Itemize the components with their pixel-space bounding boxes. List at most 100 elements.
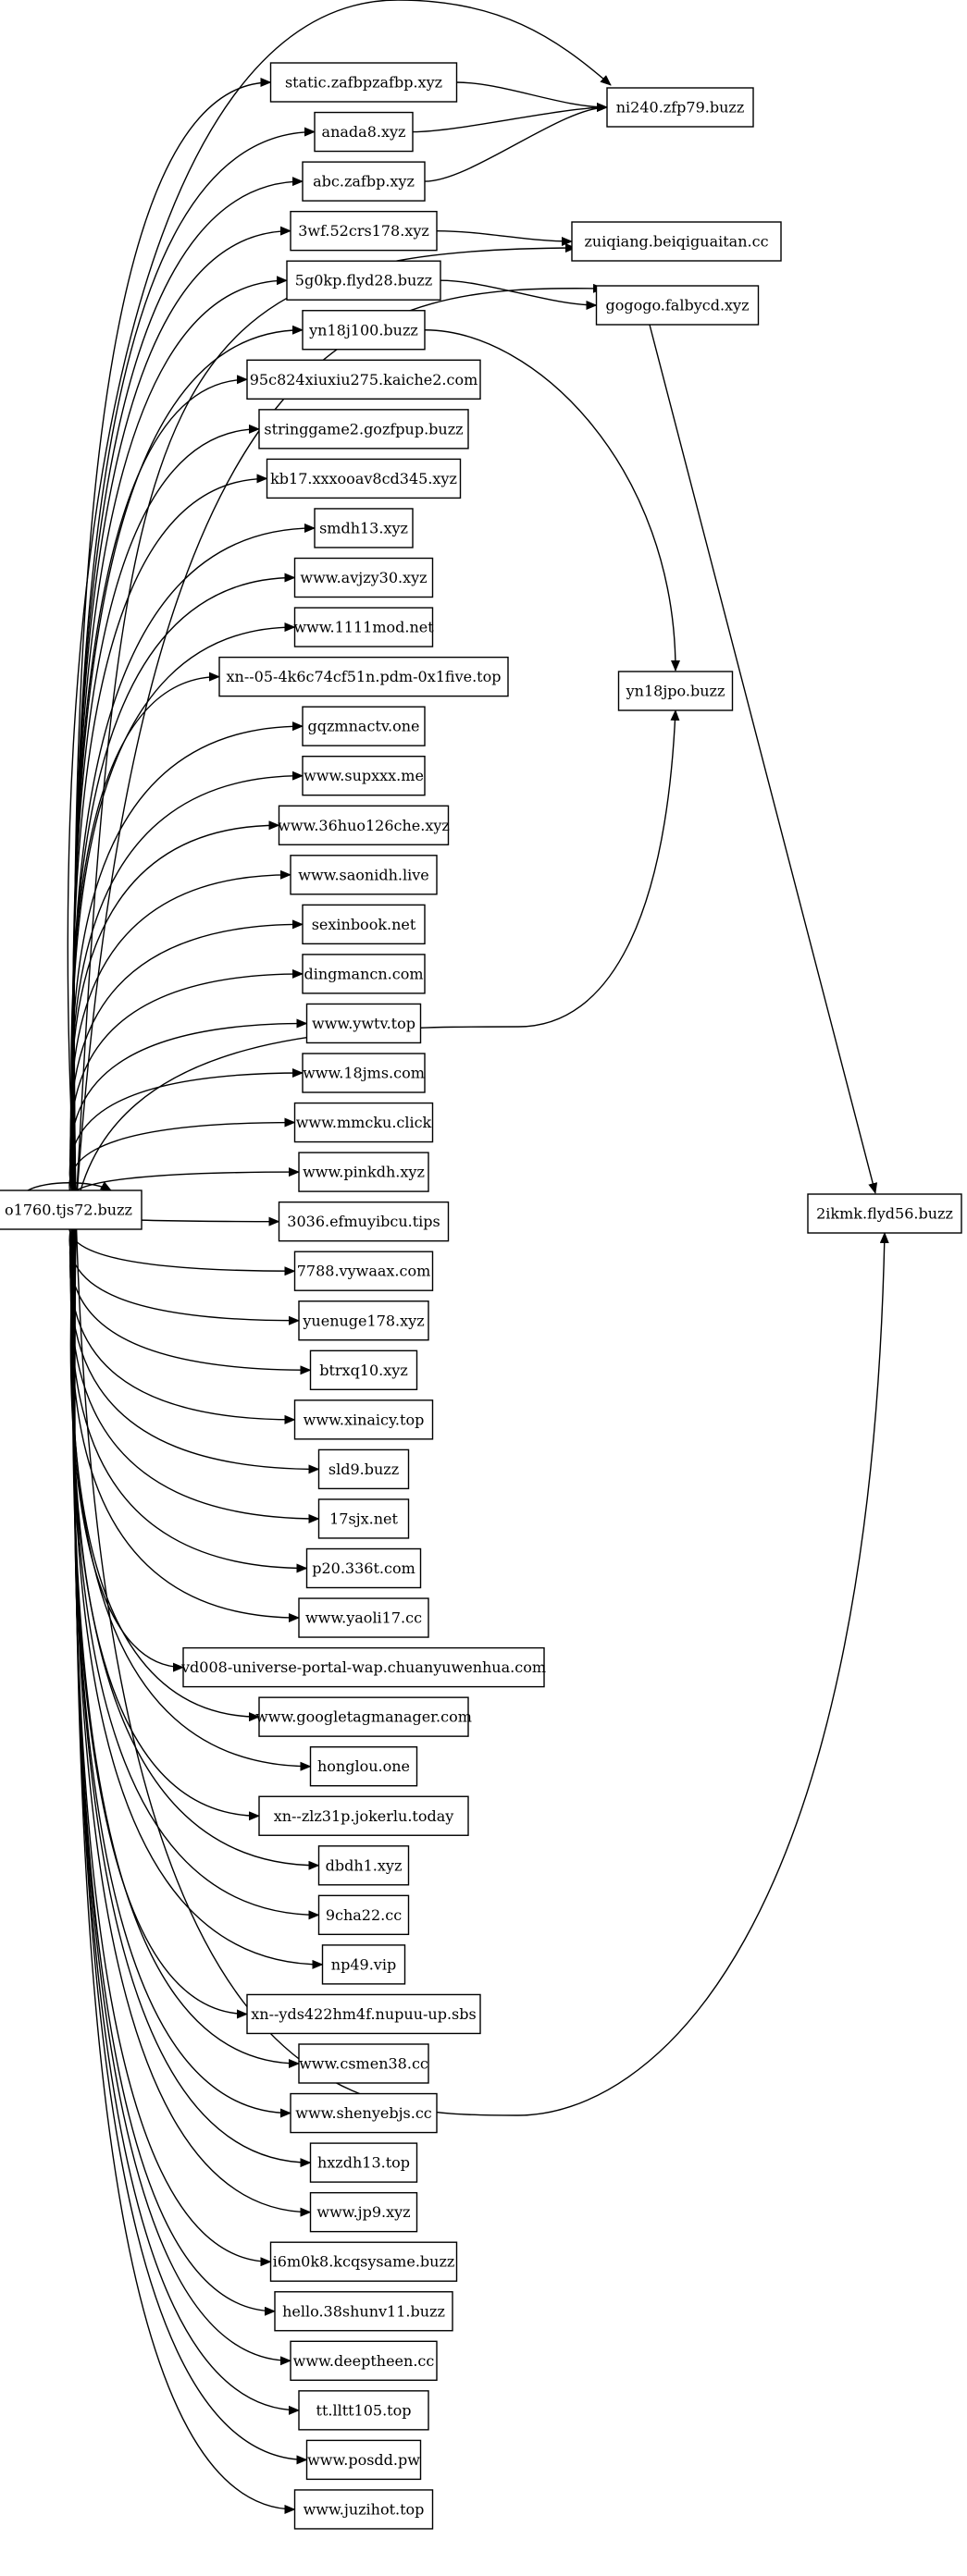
node-label: abc.zafbp.xyz xyxy=(313,173,415,191)
node-label: www.1111mod.net xyxy=(293,619,434,636)
node-9cha22-cc: 9cha22.cc xyxy=(317,1894,410,1936)
node-np49-vip: np49.vip xyxy=(321,1944,406,1985)
node-label: yuenuge178.xyz xyxy=(302,1312,424,1329)
edge-source-to-www-36huo126che-xyz xyxy=(69,820,280,1211)
node-label: www.deeptheen.cc xyxy=(293,2352,435,2370)
node-box xyxy=(309,1745,418,1787)
node-box xyxy=(293,2489,434,2530)
edge-source-loop xyxy=(27,1181,112,1191)
node-box xyxy=(274,2291,453,2332)
edge-source-to-www-deeptheen-cc xyxy=(73,1209,291,2366)
edge-source-to-www-csmen38-cc xyxy=(72,1209,300,2068)
node-box xyxy=(278,1201,450,1242)
node-label: 5g0kp.flyd28.buzz xyxy=(295,272,432,290)
node-label: dbdh1.xyz xyxy=(326,1856,403,1874)
node-box xyxy=(317,1498,410,1539)
node-hxzdh13-top: hxzdh13.top xyxy=(309,2142,418,2183)
node-label: www.avjzy30.xyz xyxy=(300,569,427,586)
node-label: hello.38shunv11.buzz xyxy=(282,2302,445,2320)
node-label: anada8.xyz xyxy=(322,123,406,141)
edge-source-to-xn-yds422hm4f-nupuu-up-sbs xyxy=(71,1209,248,2019)
node-anada8-xyz: anada8.xyz xyxy=(314,111,414,153)
node-label: smdh13.xyz xyxy=(319,519,408,536)
node-label: www.googletagmanager.com xyxy=(255,1708,472,1726)
edge-source-to-www-juzihot-top xyxy=(74,1209,296,2514)
node-box xyxy=(302,161,426,202)
node-box xyxy=(305,2439,422,2481)
node-box xyxy=(302,310,426,351)
node-95c824xiuxiu275-kaiche2-com: 95c824xiuxiu275.kaiche2.com xyxy=(246,359,481,400)
node-box xyxy=(298,1597,429,1638)
node-label: o1760.tjs72.buzz xyxy=(5,1202,132,1219)
edge-source-to-yuenuge178-xyz xyxy=(68,1209,300,1325)
node-www-shenyebjs-cc: www.shenyebjs.cc xyxy=(290,2092,438,2134)
node-stringgame2-gozfpup-buzz: stringgame2.gozfpup.buzz xyxy=(258,409,469,450)
node-label: gogogo.falbycd.xyz xyxy=(605,297,749,314)
node-label: p20.336t.com xyxy=(312,1559,415,1577)
node-btrxq10-xyz: btrxq10.xyz xyxy=(309,1350,418,1391)
node-label: www.shenyebjs.cc xyxy=(295,2104,432,2122)
node-box xyxy=(298,1300,429,1341)
node-3036-efmuyibcu-tips: 3036.efmuyibcu.tips xyxy=(278,1201,450,1242)
node-xn-zlz31p-jokerlu-today: xn--zlz31p.jokerlu.today xyxy=(258,1795,469,1836)
node-label: www.xinaicy.top xyxy=(304,1411,425,1428)
node-www-18jms-com: www.18jms.com xyxy=(302,1053,426,1093)
node-gogogo-falbycd-xyz: gogogo.falbycd.xyz xyxy=(595,285,760,326)
node-gqzmnactv-one: gqzmnactv.one xyxy=(302,706,426,746)
edge-source-to-xn-zlz31p-jokerlu-today xyxy=(71,1209,260,1821)
node-label: www.36huo126che.xyz xyxy=(278,817,450,834)
node-www-supxxx-me: www.supxxx.me xyxy=(302,756,426,796)
node-box xyxy=(309,1350,418,1391)
node-2ikmk-flyd56-buzz: 2ikmk.flyd56.buzz xyxy=(807,1193,962,1234)
node-box xyxy=(290,210,438,252)
node-p20-336t-com: p20.336t.com xyxy=(305,1547,422,1589)
edge-source-to-p20-336t-com xyxy=(69,1209,308,1573)
edge-source-to-gogogo-falbycd-xyz xyxy=(75,283,604,1211)
edge-source-to-www-xinaicy-top xyxy=(69,1209,296,1424)
node-box xyxy=(266,458,462,499)
node-label: 9cha22.cc xyxy=(326,1906,402,1924)
edge-source-to-zuiqiang-beiqiguaitan-cc xyxy=(75,243,576,1211)
node-www-csmen38-cc: www.csmen38.cc xyxy=(298,2043,429,2084)
node-www-deeptheen-cc: www.deeptheen.cc xyxy=(290,2340,438,2382)
node-label: 3036.efmuyibcu.tips xyxy=(287,1213,440,1230)
node-yn18j100-buzz: yn18j100.buzz xyxy=(302,310,426,351)
node-7788-vywaax-com: 7788.vywaax.com xyxy=(293,1251,434,1291)
node-box xyxy=(293,557,434,598)
node-www-posdd-pw: www.posdd.pw xyxy=(305,2439,422,2481)
node-yuenuge178-xyz: yuenuge178.xyz xyxy=(298,1300,429,1341)
node-box xyxy=(182,1646,545,1688)
edge-source-to-95c824xiuxiu275-kaiche2-com xyxy=(72,375,248,1211)
node-box xyxy=(298,1152,429,1192)
node-box xyxy=(595,285,760,326)
edge-source-to-xn-05-4k6c74cf51n-pdm-0x1five-top xyxy=(70,672,220,1211)
node-label: 95c824xiuxiu275.kaiche2.com xyxy=(250,371,478,388)
node-box xyxy=(302,706,426,746)
node-label: sld9.buzz xyxy=(329,1461,399,1478)
node-www-avjzy30-xyz: www.avjzy30.xyz xyxy=(293,557,434,598)
node-label: i6m0k8.kcqsysame.buzz xyxy=(273,2253,455,2271)
node-zuiqiang-beiqiguaitan-cc: zuiqiang.beiqiguaitan.cc xyxy=(571,221,782,262)
node-box xyxy=(302,1053,426,1093)
node-www-ywtv-top: www.ywtv.top xyxy=(305,1003,422,1044)
edge-source-to-2ikmk-flyd56-buzz xyxy=(75,1209,889,2116)
node-www-36huo126che-xyz: www.36huo126che.xyz xyxy=(278,805,450,845)
node-label: xn--yds422hm4f.nupuu-up.sbs xyxy=(251,2005,476,2023)
node-label: www.mmcku.click xyxy=(296,1114,432,1131)
node-box xyxy=(278,805,450,845)
node-box xyxy=(305,1547,422,1589)
node-static-zafbpzafbp-xyz: static.zafbpzafbp.xyz xyxy=(269,62,458,103)
edge-gogogo-to-2ikmk xyxy=(649,324,878,1194)
node-i6m0k8-kcqsysame-buzz: i6m0k8.kcqsysame.buzz xyxy=(269,2241,458,2282)
node-label: stringgame2.gozfpup.buzz xyxy=(264,420,463,438)
node-box xyxy=(269,2241,458,2282)
node-www-googletagmanager-com: www.googletagmanager.com xyxy=(255,1696,472,1737)
node-label: vd008-universe-portal-wap.chuanyuwenhua.… xyxy=(180,1658,546,1676)
node-www-pinkdh-xyz: www.pinkdh.xyz xyxy=(298,1152,429,1192)
node-3wf-52crs178-xyz: 3wf.52crs178.xyz xyxy=(290,210,438,252)
node-www-jp9-xyz: www.jp9.xyz xyxy=(309,2191,418,2233)
node-label: np49.vip xyxy=(331,1955,396,1973)
node-label: 7788.vywaax.com xyxy=(297,1263,431,1280)
edge-source-to-dbdh1-xyz xyxy=(71,1209,320,1870)
node-label: www.18jms.com xyxy=(303,1065,425,1082)
